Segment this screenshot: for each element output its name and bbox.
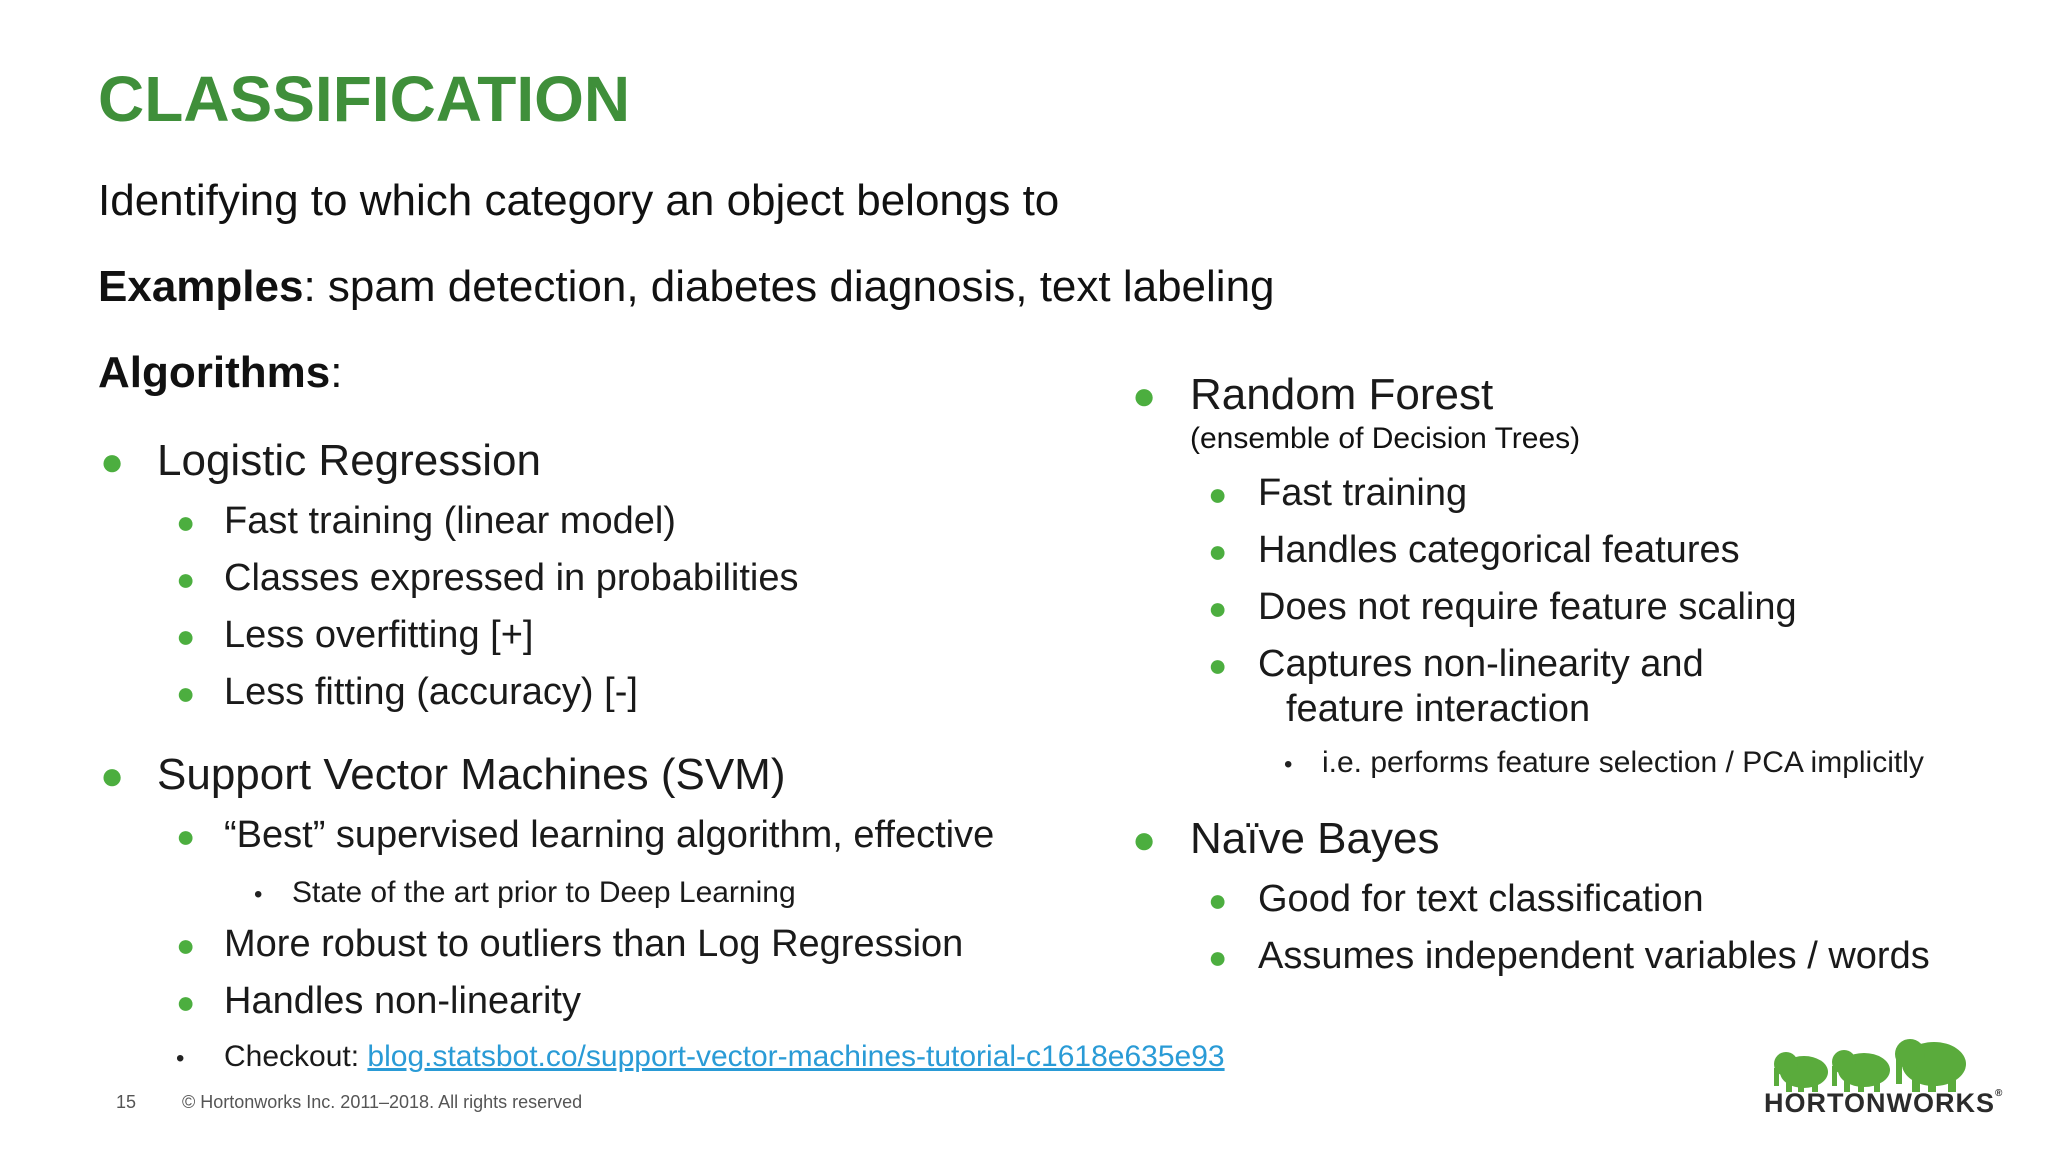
examples-label: Examples [98, 262, 304, 311]
elephant-icon [1774, 1039, 1966, 1092]
bullet-text: feature interaction [1286, 688, 1591, 730]
bullet-svm-checkout: • Checkout: blog.statsbot.co/support-vec… [176, 1040, 1225, 1074]
bullet-text: Less overfitting [+] [224, 614, 534, 656]
bullet-text: Fast training (linear model) [224, 500, 676, 542]
rf-subtitle: (ensemble of Decision Trees) [1190, 422, 1581, 455]
bullet-icon: ● [176, 927, 196, 963]
bullet-icon: ● [1132, 818, 1157, 862]
registered-mark: ® [1995, 1088, 2004, 1099]
bullet-text: State of the art prior to Deep Learning [292, 876, 796, 909]
bullet-icon: ● [1132, 374, 1157, 418]
algorithms-heading: Algorithms: [98, 348, 342, 398]
bullet-icon: ● [100, 754, 125, 798]
bullet-text: Support Vector Machines (SVM) [157, 750, 786, 799]
bullet-text: Less fitting (accuracy) [-] [224, 671, 638, 713]
bullet-text: Captures non-linearity and [1258, 643, 1704, 685]
slide-title: CLASSIFICATION [98, 63, 631, 135]
bullet-icon: • [176, 1045, 185, 1072]
bullet-svm-2: ● More robust to outliers than Log Regre… [176, 923, 963, 966]
bullet-rf-4-cont: feature interaction [1286, 688, 1590, 731]
bullet-icon: ● [1208, 533, 1228, 569]
bullet-icon: ● [100, 440, 125, 484]
bullet-text: i.e. performs feature selection / PCA im… [1322, 746, 1924, 779]
bullet-text: Good for text classification [1258, 878, 1704, 920]
bullet-icon: ● [176, 818, 196, 854]
bullet-text: Handles categorical features [1258, 529, 1740, 571]
bullet-svm: ● Support Vector Machines (SVM) [100, 750, 785, 800]
bullet-icon: ● [176, 618, 196, 654]
bullet-text: More robust to outliers than Log Regress… [224, 923, 964, 965]
page-number: 15 [116, 1092, 137, 1112]
bullet-svm-1-sub: • State of the art prior to Deep Learnin… [254, 876, 796, 910]
bullet-text: Logistic Regression [157, 436, 541, 485]
bullet-rf-sub: • i.e. performs feature selection / PCA … [1284, 746, 1924, 780]
bullet-icon: ● [176, 504, 196, 540]
bullet-lr-3: ● Less overfitting [+] [176, 614, 533, 657]
examples-line: Examples: spam detection, diabetes diagn… [98, 262, 1275, 312]
bullet-lr-4: ● Less fitting (accuracy) [-] [176, 671, 638, 714]
bullet-text: Random Forest [1190, 370, 1494, 419]
hortonworks-logo: HORTONWORKS® [1764, 1030, 2004, 1130]
bullet-lr-2: ● Classes expressed in probabilities [176, 557, 799, 600]
bullet-text: Naïve Bayes [1190, 814, 1440, 863]
bullet-rf-4: ● Captures non-linearity and [1208, 643, 1704, 686]
bullet-rf-2: ● Handles categorical features [1208, 529, 1740, 572]
algorithms-label: Algorithms [98, 348, 331, 397]
bullet-nb-1: ● Good for text classification [1208, 878, 1704, 921]
bullet-text: “Best” supervised learning algorithm, ef… [224, 814, 995, 856]
bullet-lr-1: ● Fast training (linear model) [176, 500, 676, 543]
bullet-svm-3: ● Handles non-linearity [176, 980, 581, 1023]
algorithms-suffix: : [330, 348, 343, 397]
bullet-naive-bayes: ● Naïve Bayes [1132, 814, 1439, 864]
bullet-text: Assumes independent variables / words [1258, 935, 1930, 977]
bullet-icon: ● [1208, 647, 1228, 683]
checkout-link[interactable]: blog.statsbot.co/support-vector-machines… [367, 1040, 1225, 1073]
bullet-random-forest: ● Random Forest [1132, 370, 1493, 420]
bullet-rf-1: ● Fast training [1208, 472, 1467, 515]
bullet-rf-3: ● Does not require feature scaling [1208, 586, 1797, 629]
bullet-icon: • [1284, 751, 1293, 778]
bullet-logistic-regression: ● Logistic Regression [100, 436, 541, 486]
bullet-icon: ● [176, 984, 196, 1020]
bullet-nb-2: ● Assumes independent variables / words [1208, 935, 1930, 978]
bullet-text: Does not require feature scaling [1258, 586, 1797, 628]
bullet-text: Classes expressed in probabilities [224, 557, 799, 599]
bullet-icon: ● [1208, 476, 1228, 512]
logo-wordmark: HORTONWORKS® [1764, 1088, 2004, 1119]
checkout-label: Checkout: [224, 1040, 368, 1073]
copyright-text: © Hortonworks Inc. 2011–2018. All rights… [182, 1092, 583, 1112]
bullet-icon: ● [1208, 882, 1228, 918]
bullet-icon: ● [176, 561, 196, 597]
bullet-text: Handles non-linearity [224, 980, 581, 1022]
bullet-icon: • [254, 881, 263, 908]
bullet-icon: ● [1208, 939, 1228, 975]
slide-subtitle: Identifying to which category an object … [98, 176, 1060, 225]
bullet-icon: ● [1208, 590, 1228, 626]
examples-text: : spam detection, diabetes diagnosis, te… [303, 262, 1275, 311]
bullet-icon: ● [176, 675, 196, 711]
bullet-svm-1: ● “Best” supervised learning algorithm, … [176, 814, 994, 857]
logo-text: HORTONWORKS [1764, 1088, 1995, 1118]
bullet-text: Fast training [1258, 472, 1468, 514]
